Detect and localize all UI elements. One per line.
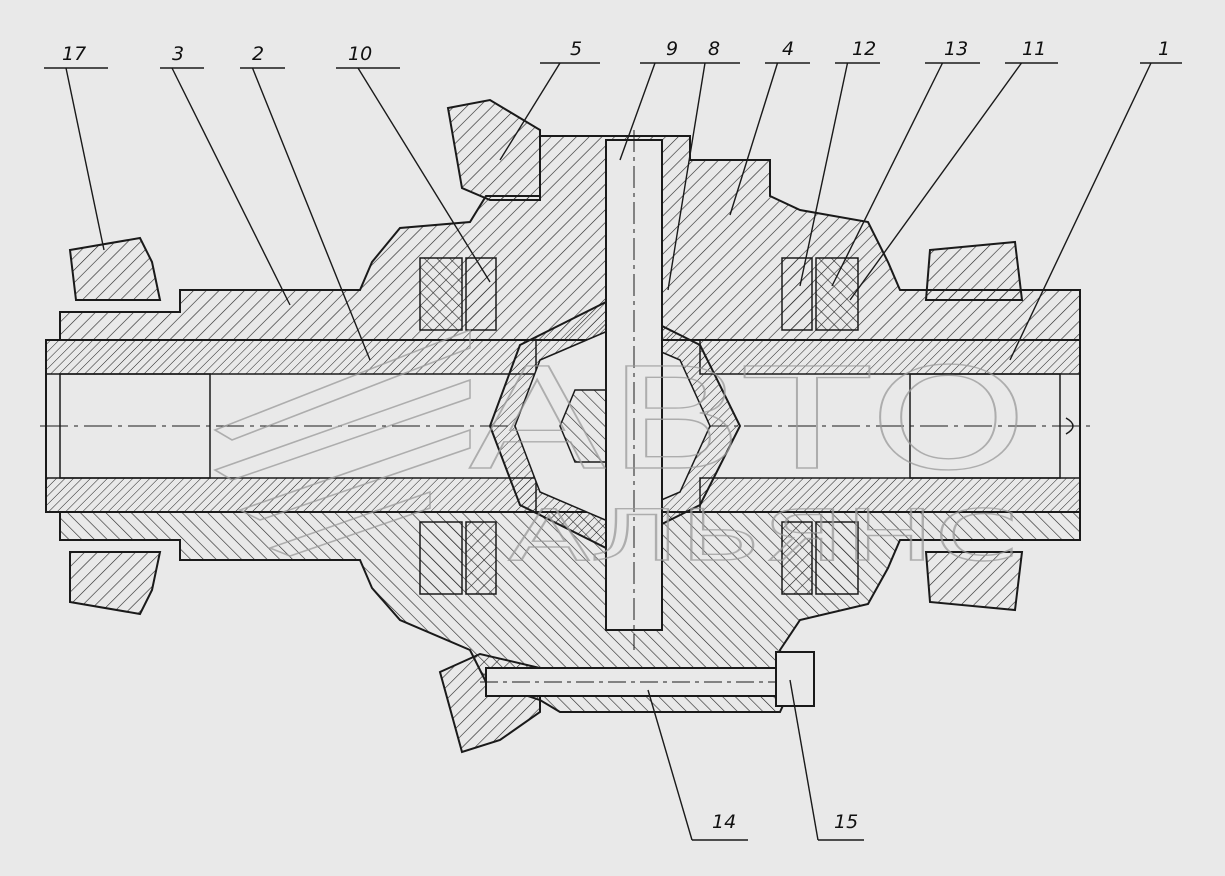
callout-leader-3	[171, 67, 291, 306]
callout-label-13: 13	[944, 38, 968, 60]
callout-label-10: 10	[348, 43, 372, 65]
washers-right	[781, 257, 859, 595]
callout-leader-8	[667, 62, 706, 291]
bolt-assembly	[480, 651, 815, 707]
callout-leader-11	[849, 62, 1023, 301]
callout-leader-2	[251, 67, 371, 361]
callout-label-14: 14	[712, 811, 736, 833]
callout-label-17: 17	[62, 43, 86, 65]
callout-label-5: 5	[570, 38, 582, 60]
callout-leader-13	[831, 62, 944, 287]
callout-leader-15	[789, 679, 819, 841]
callout-label-9: 9	[666, 38, 678, 60]
watermark-logo	[213, 328, 471, 557]
callout-label-1: 1	[1158, 38, 1170, 60]
callout-leader-14	[647, 689, 693, 841]
washers-left	[419, 257, 497, 595]
callout-label-2: 2	[252, 43, 264, 65]
housing-upper	[59, 135, 1081, 341]
watermark-line-2: АЛЬЯНС	[508, 495, 1018, 577]
tapered-bearings	[68, 236, 1024, 616]
callout-label-4: 4	[782, 38, 794, 60]
callout-leader-12	[799, 62, 849, 287]
watermark: АВТО АЛЬЯНС	[213, 328, 1029, 578]
callout-label-8: 8	[708, 38, 720, 60]
callout-leader-9	[619, 62, 656, 161]
callout-label-15: 15	[834, 811, 858, 833]
callout-leader-4	[729, 62, 779, 216]
callout-label-3: 3	[172, 43, 184, 65]
callout-leader-1	[1009, 62, 1152, 361]
callout-leader-5	[499, 62, 561, 161]
cross-pin	[605, 130, 663, 650]
callout-leader-10	[357, 67, 491, 283]
callout-label-11: 11	[1022, 38, 1046, 60]
callout-label-12: 12	[852, 38, 876, 60]
watermark-line-1: АВТО	[468, 339, 1028, 502]
callout-leader-17	[65, 67, 105, 251]
